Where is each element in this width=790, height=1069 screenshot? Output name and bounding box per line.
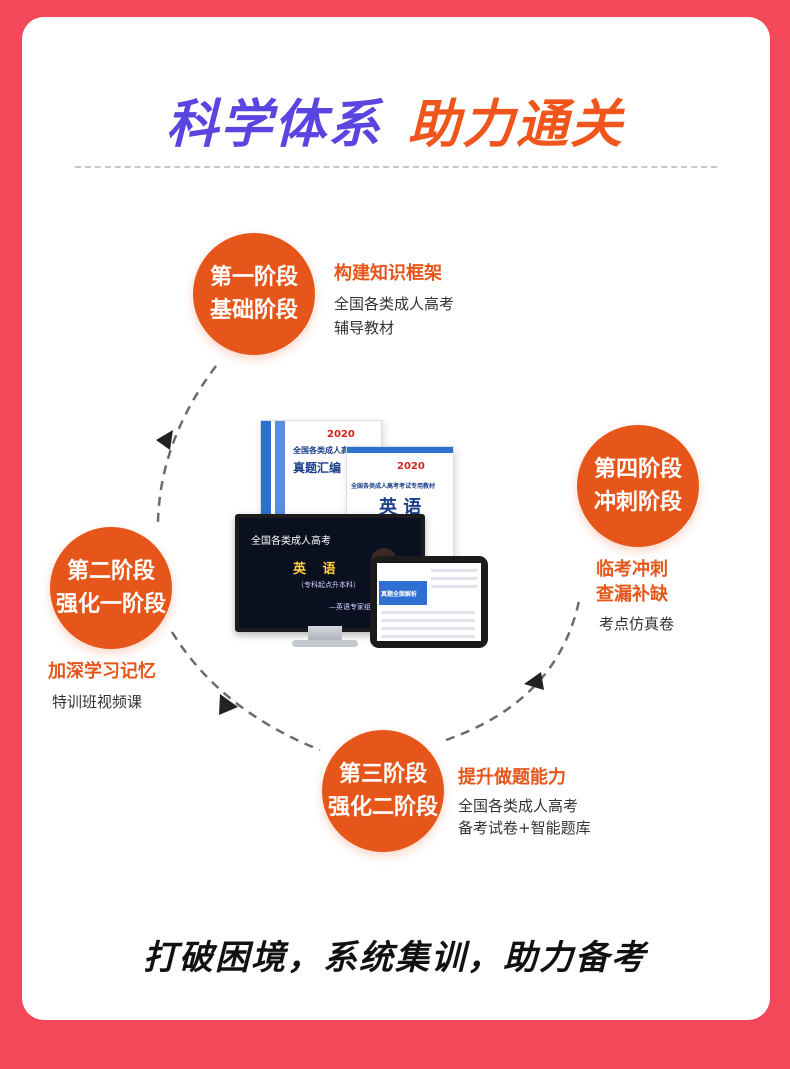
arrow-path-2-to-3 xyxy=(170,631,321,752)
book-back-year: 2020 xyxy=(327,429,355,440)
stage-4-name: 冲刺阶段 xyxy=(593,490,682,515)
monitor-teacher: —英语专家组 xyxy=(329,603,371,611)
stage-1-heading: 构建知识框架 xyxy=(334,263,442,284)
page-title: 科学体系助力通关 xyxy=(0,82,790,157)
stage-1-desc-2: 辅导教材 xyxy=(334,319,395,337)
stage-2-circle: 第二阶段 强化一阶段 xyxy=(50,527,172,649)
stage-3-desc-2: 备考试卷+智能题库 xyxy=(458,819,591,837)
stage-3-label: 第三阶段 xyxy=(338,762,427,787)
stage-4-desc-1: 考点仿真卷 xyxy=(599,615,675,633)
tablet-device: 真题全面解析 xyxy=(370,556,488,648)
monitor-subject: 英 语 xyxy=(293,562,342,577)
arrow-path-1-to-2 xyxy=(156,365,217,523)
stage-4-heading-2: 查漏补缺 xyxy=(596,584,668,605)
title-divider xyxy=(75,166,717,168)
stage-2-heading: 加深学习记忆 xyxy=(48,661,156,682)
stage-1-name: 基础阶段 xyxy=(209,298,298,323)
monitor-stand xyxy=(308,626,342,640)
stage-3-name: 强化二阶段 xyxy=(327,795,438,820)
stage-4-label: 第四阶段 xyxy=(593,457,682,482)
stage-3-desc-1: 全国各类成人高考 xyxy=(458,797,579,815)
arrowhead-down-icon xyxy=(156,430,173,450)
stage-2-desc-1: 特训班视频课 xyxy=(52,693,143,711)
footer-slogan: 打破困境，系统集训，助力备考 xyxy=(143,938,647,978)
stage-3-circle: 第三阶段 强化二阶段 xyxy=(322,730,444,852)
book-back-title: 真题汇编 xyxy=(293,461,342,475)
stage-1-circle: 第一阶段 基础阶段 xyxy=(193,233,315,355)
book-front-subject: 英 语 xyxy=(379,497,422,518)
arrowhead-right-icon xyxy=(219,694,238,715)
stage-1-label: 第一阶段 xyxy=(209,265,298,290)
stage-2-name: 强化一阶段 xyxy=(55,592,166,617)
monitor-title: 全国各类成人高考 xyxy=(251,536,331,547)
stage-3-heading: 提升做题能力 xyxy=(458,767,566,788)
arrowhead-up-icon xyxy=(524,672,544,690)
stage-2-label: 第二阶段 xyxy=(66,559,155,584)
monitor-base xyxy=(292,640,358,647)
book-back-series: 全国各类成人高考 xyxy=(293,446,357,455)
title-part-2: 助力通关 xyxy=(408,95,625,155)
title-part-1: 科学体系 xyxy=(165,95,382,155)
stage-4-circle: 第四阶段 冲刺阶段 xyxy=(577,425,699,547)
book-front-year: 2020 xyxy=(397,461,425,472)
monitor-subtitle: （专科起点升本科） xyxy=(297,581,360,589)
stage-4-heading-1: 临考冲刺 xyxy=(596,559,668,580)
stage-1-desc-1: 全国各类成人高考 xyxy=(334,295,455,313)
tablet-header: 真题全面解析 xyxy=(381,591,418,598)
book-front-series: 全国各类成人高考考试专用教材 xyxy=(351,483,436,490)
arrow-path-3-to-4 xyxy=(445,595,582,742)
